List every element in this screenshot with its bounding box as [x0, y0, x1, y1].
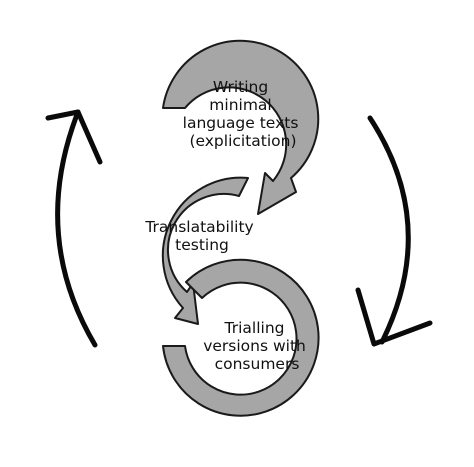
ring-arrow-writing	[162, 39, 320, 215]
outer-cycle-arrows	[45, 109, 433, 348]
right-cycle-arrow	[367, 115, 411, 345]
right-arrowhead	[355, 287, 433, 347]
stage-labels: Writing minimal language texts (explicit…	[144, 78, 311, 373]
stage-label-writing: Writing minimal language texts (explicit…	[183, 78, 304, 150]
stage-label-translatability: Translatability testing	[144, 218, 258, 254]
left-cycle-arrow	[55, 109, 98, 348]
stage-label-trialling: Trialling versions with consumers	[203, 319, 311, 373]
ring-arrows	[161, 39, 320, 417]
left-arrowhead	[45, 109, 103, 165]
ring-arrow-trialling	[162, 258, 320, 417]
ring-arrow-translatability	[161, 176, 249, 325]
